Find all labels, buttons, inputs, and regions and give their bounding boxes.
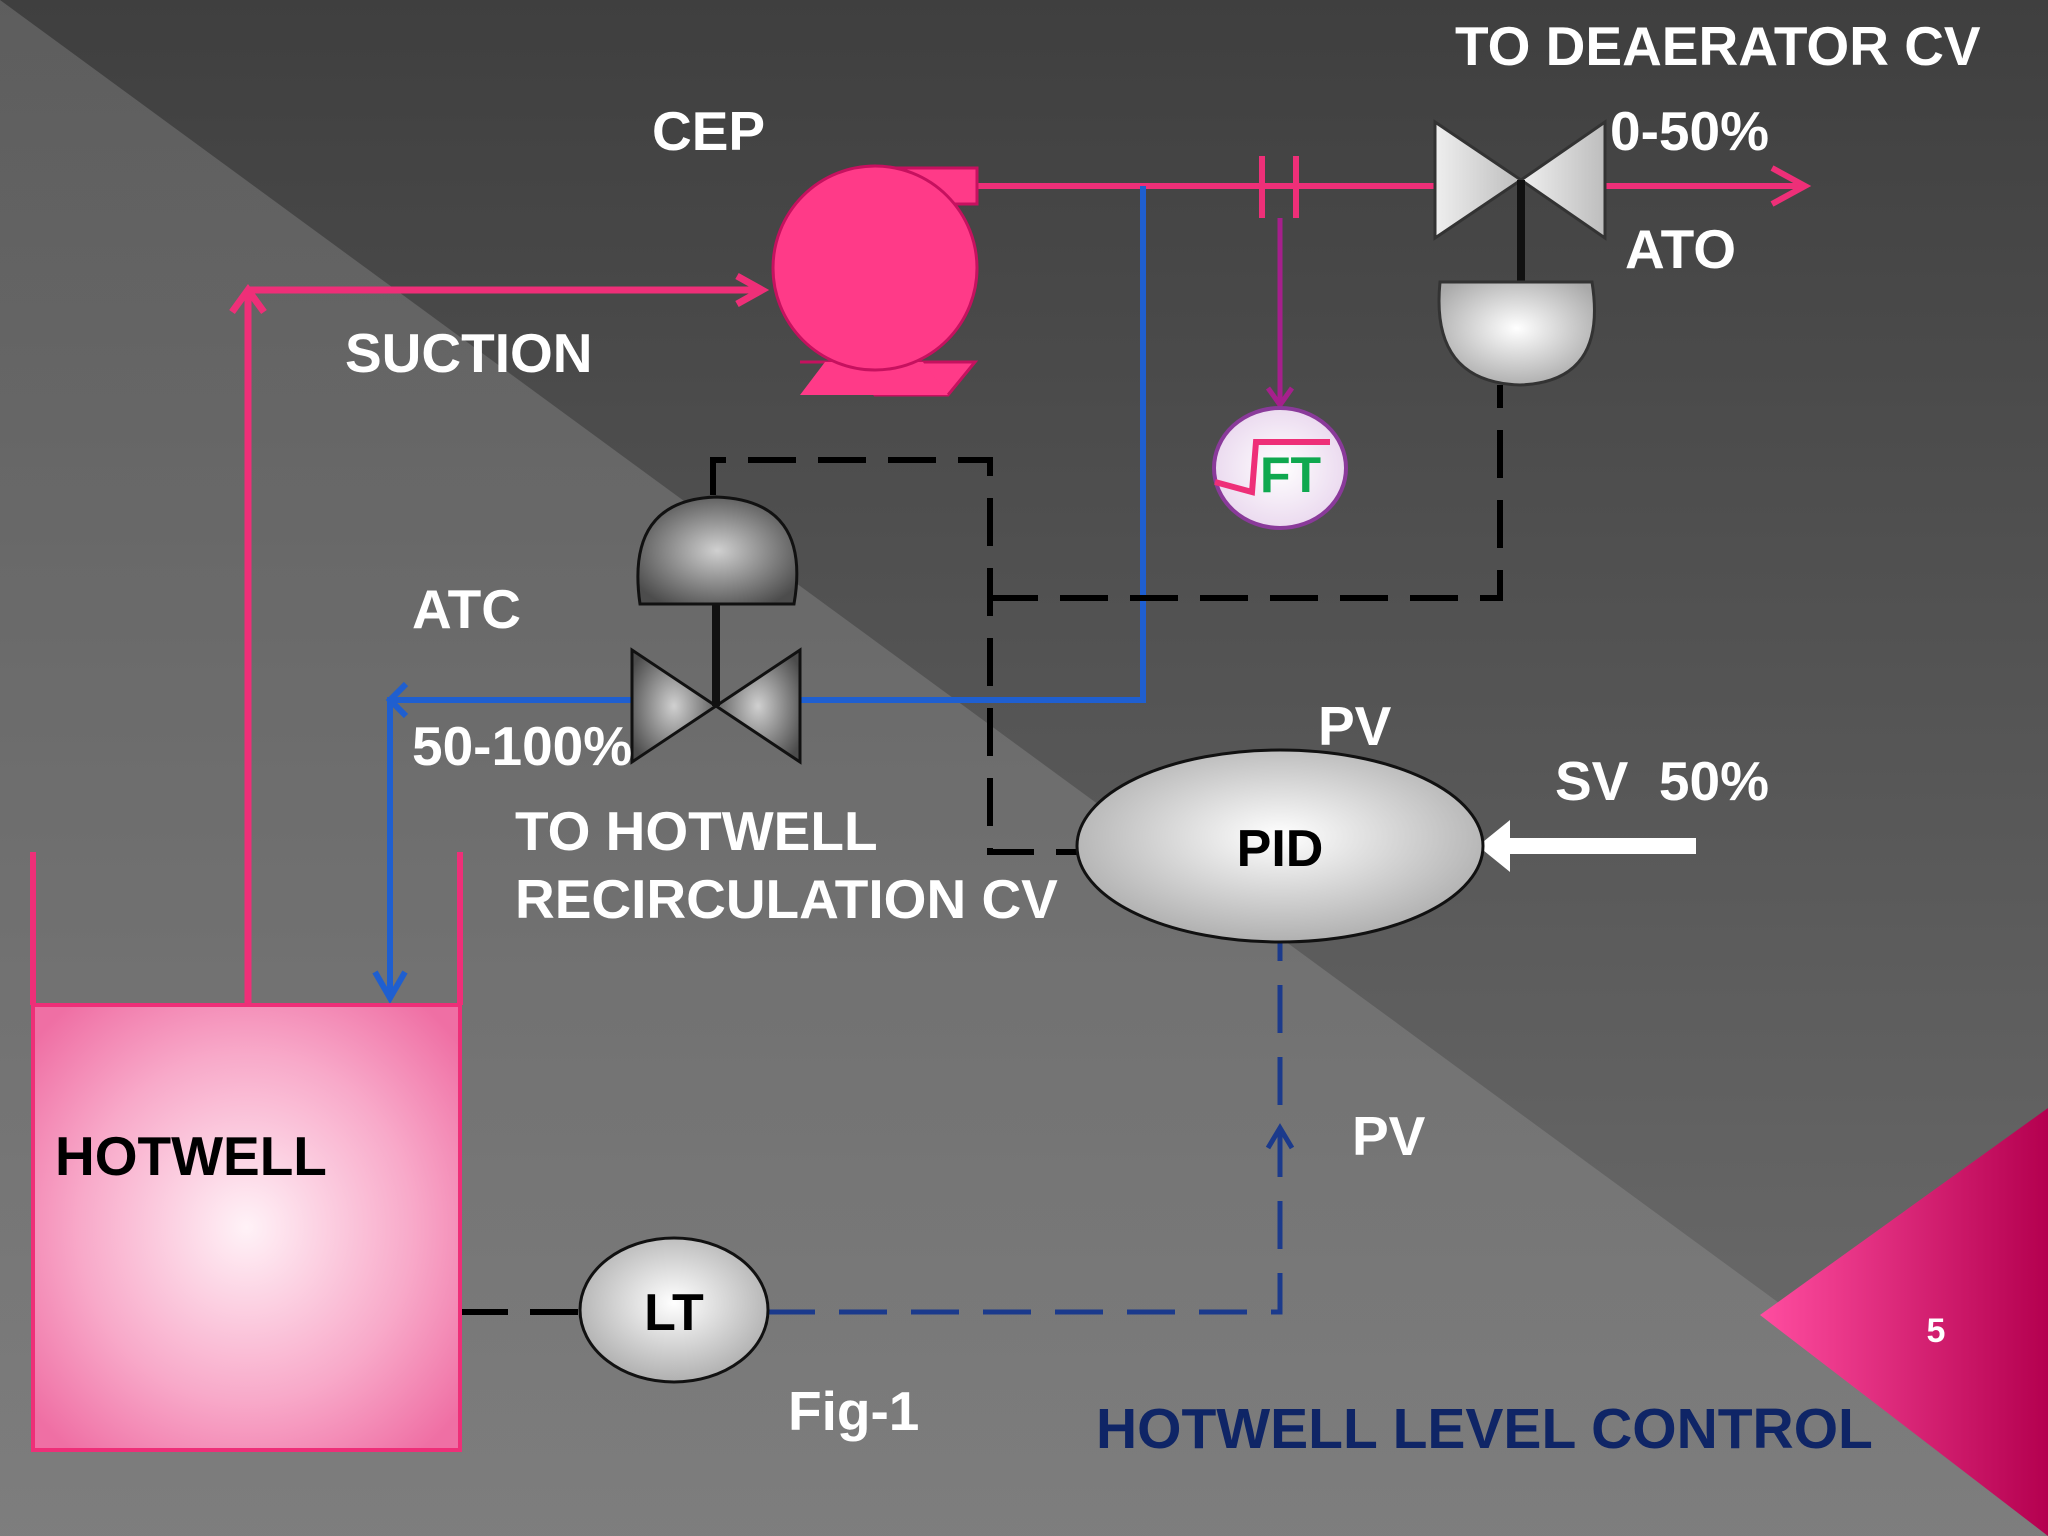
suction-line	[229, 272, 770, 1005]
recirc-action-label: ATC	[412, 578, 521, 640]
recirculation-line	[372, 186, 1146, 1005]
deaerator-control-valve	[1433, 119, 1607, 387]
level-transmitter	[578, 1236, 770, 1384]
slide-title: HOTWELL LEVEL CONTROL	[1096, 1397, 1873, 1461]
suction-label: SUCTION	[345, 322, 593, 384]
cep-pump	[771, 164, 979, 397]
recirculation-control-valve	[630, 495, 802, 765]
ft-impulse-arrow	[1265, 386, 1295, 410]
figure-label: Fig-1	[788, 1380, 919, 1442]
cep-label: CEP	[652, 100, 765, 162]
setpoint-arrow	[1478, 820, 1696, 872]
flow-orifice-plate	[1259, 156, 1299, 218]
pv-bottom-label: PV	[1352, 1105, 1426, 1167]
pv-top-label: PV	[1318, 695, 1392, 757]
pv-signal-arrow	[1265, 1123, 1295, 1150]
page-number: 5	[1927, 1312, 1946, 1350]
hotwell-label: HOTWELL	[55, 1125, 327, 1187]
recirc-range-label: 50-100%	[412, 715, 632, 777]
discharge-line	[972, 165, 1812, 207]
pid-label: PID	[1237, 820, 1324, 878]
setpoint-label: SV 50%	[1555, 750, 1769, 812]
hotwell-tank	[30, 852, 463, 1452]
lt-label: LT	[644, 1284, 704, 1342]
square-root-icon	[1214, 439, 1330, 496]
control-signal-lines	[460, 385, 1503, 1315]
deaerator-label: TO DEAERATOR CV	[1455, 15, 1981, 77]
deaerator-action-label: ATO	[1625, 218, 1736, 280]
flow-transmitter	[1212, 406, 1348, 530]
recirc-label-line1: TO HOTWELL	[515, 800, 878, 862]
ft-label: FT	[1260, 447, 1321, 503]
deaerator-range-label: 0-50%	[1610, 100, 1769, 162]
recirc-label-line2: RECIRCULATION CV	[515, 868, 1058, 930]
accent-triangle	[1760, 1108, 2048, 1536]
pv-signal-line	[767, 940, 1283, 1315]
pid-controller	[1075, 748, 1485, 944]
